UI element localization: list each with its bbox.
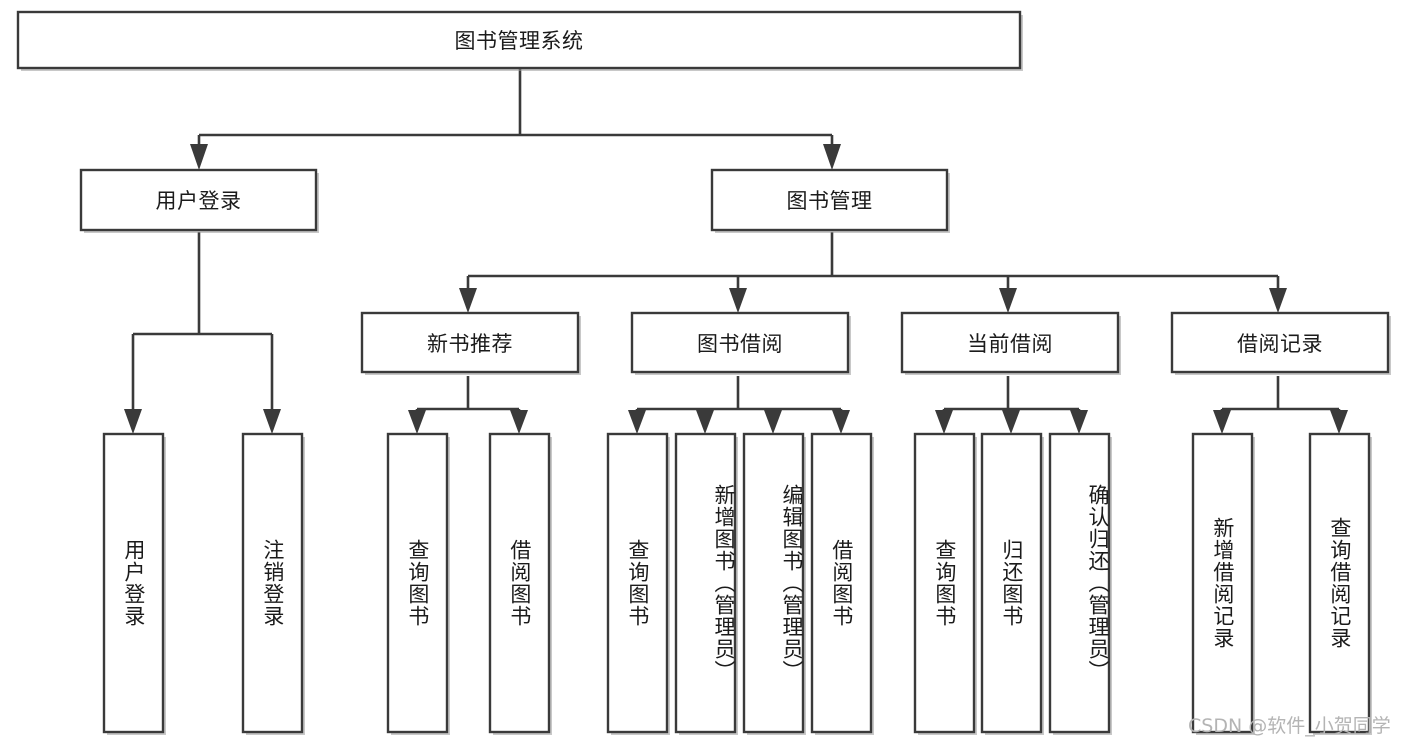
arrow-head-leaf-add-book: [696, 410, 714, 434]
node-box-leaf-add-record[interactable]: [1191, 432, 1254, 734]
arrow-head-leaf-query-record: [1330, 410, 1348, 434]
arrow-head-current-borrow: [999, 288, 1017, 313]
arrow-head-leaf-confirm-return: [1070, 410, 1088, 434]
arrow-head-leaf-borrow-book-1: [510, 410, 528, 434]
edge-group-borrow-record: [1213, 376, 1348, 434]
node-box-leaf-user-login[interactable]: [102, 432, 165, 734]
node-box-leaf-borrow-book-1[interactable]: [488, 432, 551, 734]
arrow-head-book-manage: [823, 144, 841, 170]
arrow-head-leaf-user-login: [124, 409, 142, 434]
edge-group-root: [190, 69, 841, 170]
edge-group-user-login: [124, 232, 281, 434]
edge-group-new-book-recommend: [408, 376, 528, 434]
arrow-head-user-login: [190, 144, 208, 170]
node-box-leaf-edit-book[interactable]: [742, 432, 805, 734]
node-box-leaf-query-book-1[interactable]: [386, 432, 449, 734]
arrow-head-new-book-recommend: [459, 288, 477, 313]
arrow-head-leaf-edit-book: [764, 410, 782, 434]
arrow-head-leaf-query-book-3: [935, 410, 953, 434]
arrow-head-leaf-return-book: [1002, 410, 1020, 434]
arrow-head-leaf-query-book-2: [628, 410, 646, 434]
arrow-head-leaf-user-logout: [263, 409, 281, 434]
node-box-leaf-query-record[interactable]: [1308, 432, 1371, 734]
node-box-book-borrow[interactable]: [630, 311, 850, 374]
node-box-new-book-recommend[interactable]: [360, 311, 580, 374]
node-box-root[interactable]: [16, 10, 1022, 70]
node-box-current-borrow[interactable]: [900, 311, 1120, 374]
node-box-user-login[interactable]: [79, 168, 318, 232]
arrow-head-borrow-record: [1269, 288, 1287, 313]
node-box-leaf-query-book-3[interactable]: [913, 432, 976, 734]
node-box-leaf-confirm-return[interactable]: [1048, 432, 1111, 734]
node-box-leaf-user-logout[interactable]: [241, 432, 304, 734]
arrow-head-leaf-add-record: [1213, 410, 1231, 434]
node-box-borrow-record[interactable]: [1170, 311, 1390, 374]
arrow-head-leaf-query-book-1: [408, 410, 426, 434]
arrow-head-leaf-borrow-book-2: [832, 410, 850, 434]
edge-group-current-borrow: [935, 376, 1088, 434]
node-box-leaf-borrow-book-2[interactable]: [810, 432, 873, 734]
edge-group-book-manage: [459, 232, 1287, 313]
node-box-leaf-return-book[interactable]: [980, 432, 1043, 734]
edge-group-book-borrow: [628, 376, 850, 434]
node-box-leaf-query-book-2[interactable]: [606, 432, 669, 734]
node-box-book-manage[interactable]: [710, 168, 949, 232]
arrow-head-book-borrow: [729, 288, 747, 313]
node-box-leaf-add-book[interactable]: [674, 432, 737, 734]
